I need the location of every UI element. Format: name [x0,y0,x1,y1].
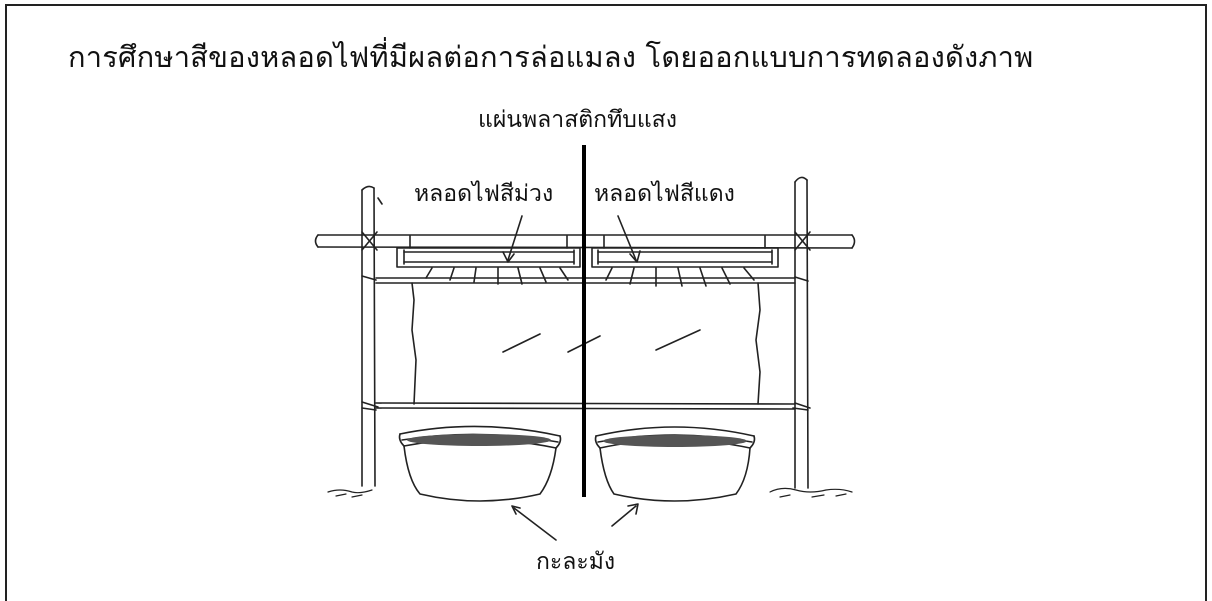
right-basin-arrow [611,505,637,527]
right-post [794,176,809,489]
right-basin-arrowhead [627,503,639,515]
left-basin-water [407,434,551,446]
right-basin-water [603,435,747,447]
purple-bulb-label: หลอดไฟสีม่วง [414,181,554,207]
light-rays [425,267,755,287]
page-title: การศึกษาสีของหลอดไฟที่มีผลต่อการล่อแมลง … [68,40,1034,74]
red-bulb-label: หลอดไฟสีแดง [594,181,735,207]
purple-lamp-housing [396,235,581,268]
purple-bulb-arrowhead [502,251,515,263]
red-lamp-housing [591,235,779,268]
left-basin-arrowhead [511,505,521,515]
left-post [361,185,383,487]
plastic-sheet-label: แผ่นพลาสติกทึบแสง [478,107,677,133]
purple-bulb-arrow [507,215,523,261]
opaque-plastic-divider [582,145,586,497]
basin-label: กะละมัง [536,549,616,575]
ground [327,487,853,498]
red-bulb-arrowhead [629,250,641,263]
diagram-frame [5,4,1207,601]
left-basin-arrow [513,507,557,541]
red-bulb-arrow [617,215,637,261]
